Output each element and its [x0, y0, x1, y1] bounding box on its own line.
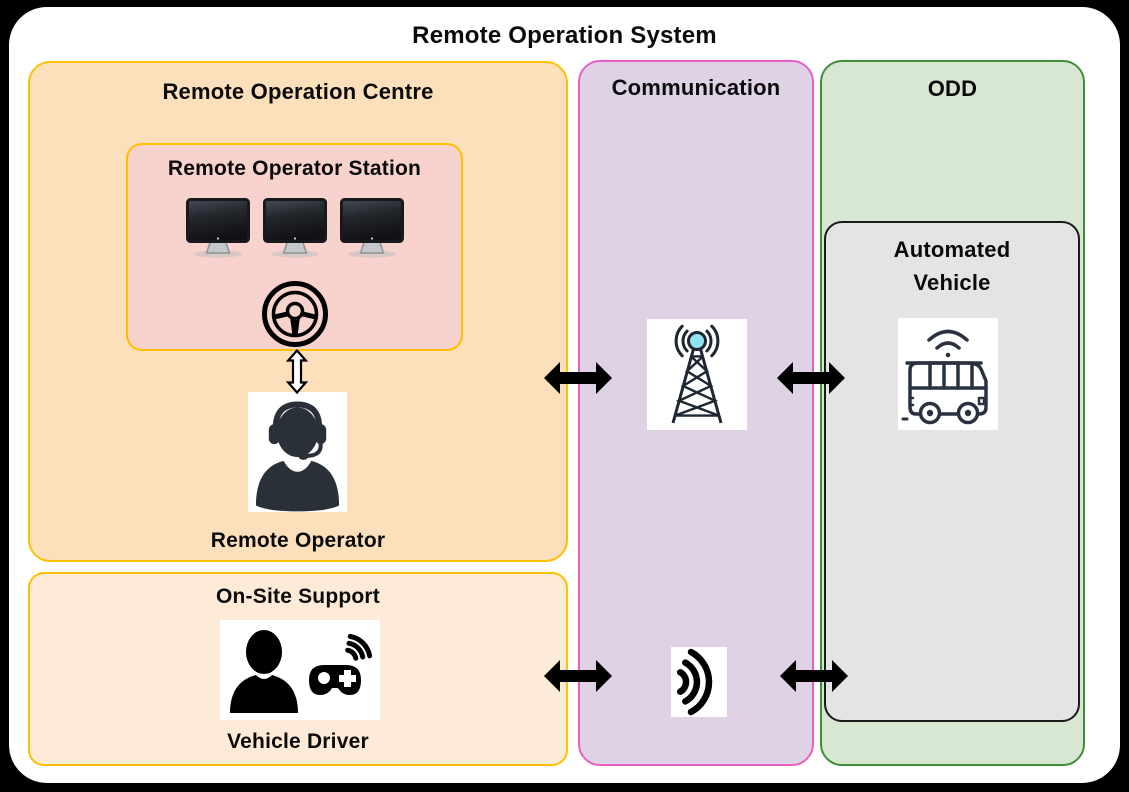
monitor-row — [126, 198, 463, 258]
monitor-icon — [262, 198, 327, 258]
remote-operator-icon-card — [248, 392, 347, 512]
automated-vehicle-box — [824, 221, 1080, 722]
arrow-roc-to-communication — [544, 362, 612, 394]
radio-tower-icon-card — [647, 319, 747, 430]
monitor-icon — [185, 198, 250, 258]
vehicle-driver-label: Vehicle Driver — [227, 730, 369, 753]
updown-arrow-icon — [286, 349, 308, 394]
page-title: Remote Operation System — [412, 22, 717, 49]
radio-waves-icon — [676, 648, 713, 716]
radio-tower-icon — [671, 324, 723, 424]
person-headset-icon — [255, 401, 340, 512]
remote-operation-centre-title: Remote Operation Centre — [162, 79, 434, 104]
remote-operator-station-title: Remote Operator Station — [167, 157, 422, 180]
communication-title: Communication — [611, 75, 781, 100]
odd-title: ODD — [927, 76, 978, 101]
steering-wheel-icon — [262, 281, 328, 347]
automated-bus-icon — [901, 329, 988, 425]
arrow-communication-to-vehicle-lower — [780, 660, 848, 692]
person-gamepad-signal-icon — [230, 630, 373, 713]
arrow-onsite-to-communication — [544, 660, 612, 692]
arrow-communication-to-vehicle — [777, 362, 845, 394]
radio-waves-icon-card — [671, 647, 727, 717]
remote-operator-label: Remote Operator — [210, 529, 386, 552]
automated-vehicle-title: Automated Vehicle — [893, 237, 1011, 295]
monitor-icon — [339, 198, 404, 258]
on-site-support-title: On-Site Support — [216, 585, 380, 608]
vehicle-driver-icon-card — [220, 620, 380, 720]
automated-bus-icon-card — [898, 318, 998, 430]
